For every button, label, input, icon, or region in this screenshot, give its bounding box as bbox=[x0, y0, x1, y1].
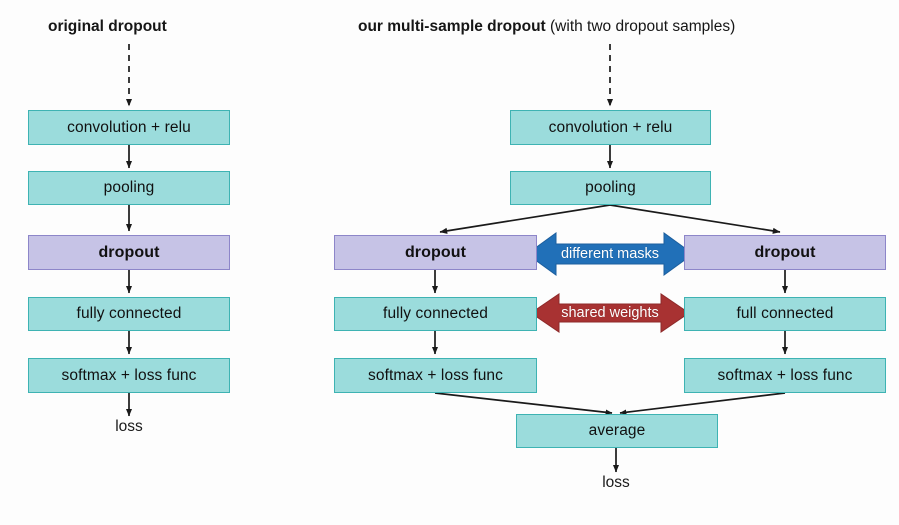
node-branch-right-dropout[interactable]: dropout bbox=[684, 235, 886, 270]
node-left-pooling[interactable]: pooling bbox=[28, 171, 230, 205]
shared-weights-label: shared weights bbox=[561, 305, 659, 321]
left-output-loss-label: loss bbox=[115, 418, 143, 435]
left-column-title: original dropout bbox=[48, 18, 167, 36]
node-branch-right-softmax-loss-func[interactable]: softmax + loss func bbox=[684, 358, 886, 393]
left-column-title-strong: original dropout bbox=[48, 18, 167, 35]
fanout-connectors bbox=[439, 204, 781, 234]
node-left-fully-connected[interactable]: fully connected bbox=[28, 297, 230, 331]
node-branch-right-full-connected[interactable]: full connected bbox=[684, 297, 886, 331]
node-average[interactable]: average bbox=[516, 414, 718, 448]
node-branch-left-dropout[interactable]: dropout bbox=[334, 235, 537, 270]
right-column-title: our multi-sample dropout (with two dropo… bbox=[358, 18, 735, 36]
node-left-softmax-loss-func[interactable]: softmax + loss func bbox=[28, 358, 230, 393]
node-branch-left-softmax-loss-func[interactable]: softmax + loss func bbox=[334, 358, 537, 393]
right-output-loss-label: loss bbox=[602, 474, 630, 491]
different-masks-label: different masks bbox=[560, 246, 660, 262]
node-right-convolution-relu[interactable]: convolution + relu bbox=[510, 110, 711, 145]
node-right-pooling[interactable]: pooling bbox=[510, 171, 711, 205]
node-branch-left-fully-connected[interactable]: fully connected bbox=[334, 297, 537, 331]
node-left-dropout[interactable]: dropout bbox=[28, 235, 230, 270]
node-left-convolution-relu[interactable]: convolution + relu bbox=[28, 110, 230, 145]
right-column-title-strong: our multi-sample dropout bbox=[358, 18, 546, 35]
right-column-title-rest: (with two dropout samples) bbox=[545, 18, 736, 35]
